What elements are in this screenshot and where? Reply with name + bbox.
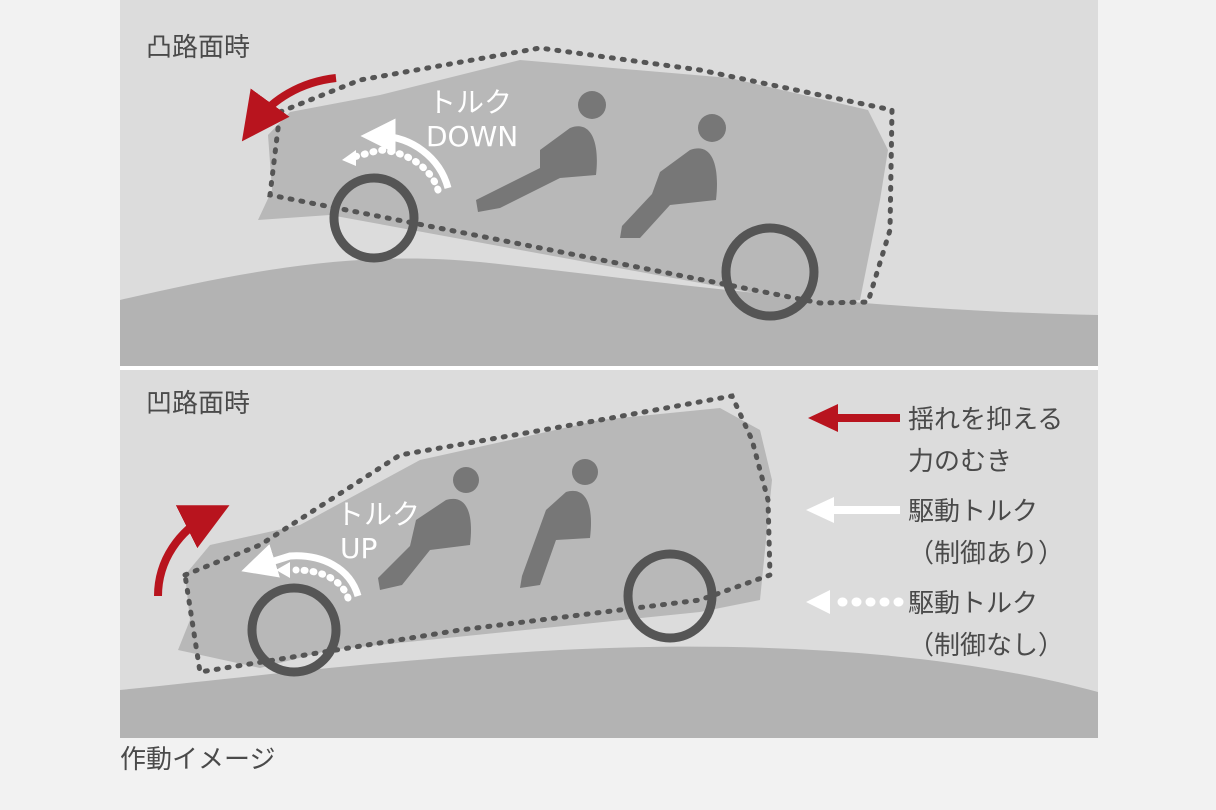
legend-white-head — [806, 497, 834, 523]
panel-bottom: 凹路面時 トルク UP 揺れを抑える 力のむき — [120, 370, 1098, 738]
car-outline-dotted — [267, 45, 895, 306]
torque-label-bottom-line1: トルク — [336, 498, 420, 531]
legend: 揺れを抑える 力のむき 駆動トルク （制御あり） 駆動トルク （制御なし） — [806, 404, 1064, 661]
passenger-figure — [620, 114, 726, 238]
driver-figure — [476, 91, 606, 212]
front-wheel — [247, 583, 341, 677]
car-body — [258, 60, 888, 305]
rear-wheel — [623, 549, 717, 643]
legend-red-head — [808, 404, 838, 432]
torque-arrow-uncontrolled-head — [342, 150, 356, 166]
torque-label-bottom-line2: UP — [340, 532, 377, 565]
torque-arrow-controlled — [241, 544, 362, 598]
legend-item-red: 揺れを抑える 力のむき — [808, 404, 1063, 477]
panel-bottom-title: 凹路面時 — [146, 389, 250, 419]
torque-label-top-line1: トルク — [428, 86, 512, 119]
pitch-arrow-red — [241, 74, 337, 142]
ground-hill — [120, 258, 1098, 366]
front-wheel — [329, 173, 419, 263]
legend-dotted-line2: （制御なし） — [908, 631, 1064, 661]
rear-wheel — [721, 223, 819, 321]
legend-red-line1: 揺れを抑える — [908, 405, 1063, 435]
legend-dotted-line1: 駆動トルク — [908, 589, 1038, 619]
legend-item-dotted: 駆動トルク （制御なし） — [806, 589, 1064, 661]
panel-top-title: 凸路面時 — [146, 33, 250, 63]
panel-divider — [120, 366, 1098, 370]
pitch-arrow-red — [154, 505, 230, 597]
panel-top: 凸路面時 トルク DOWN — [120, 0, 1098, 366]
legend-white-line1: 駆動トルク — [908, 497, 1038, 527]
caption: 作動イメージ — [120, 745, 275, 775]
torque-arrow-uncontrolled — [292, 566, 352, 602]
ground-dip — [120, 646, 1098, 738]
legend-item-white: 駆動トルク （制御あり） — [806, 497, 1064, 569]
passenger-figure — [520, 459, 598, 588]
legend-white-line2: （制御あり） — [908, 539, 1064, 569]
torque-label-top-line2: DOWN — [426, 120, 518, 153]
legend-red-line2: 力のむき — [908, 447, 1012, 477]
driver-figure — [378, 467, 479, 590]
torque-arrow-controlled — [360, 118, 452, 190]
legend-dotted-head — [806, 590, 830, 614]
torque-arrow-uncontrolled — [346, 146, 442, 194]
car-outline-dotted — [182, 393, 773, 675]
torque-arrow-uncontrolled-head — [276, 562, 290, 578]
